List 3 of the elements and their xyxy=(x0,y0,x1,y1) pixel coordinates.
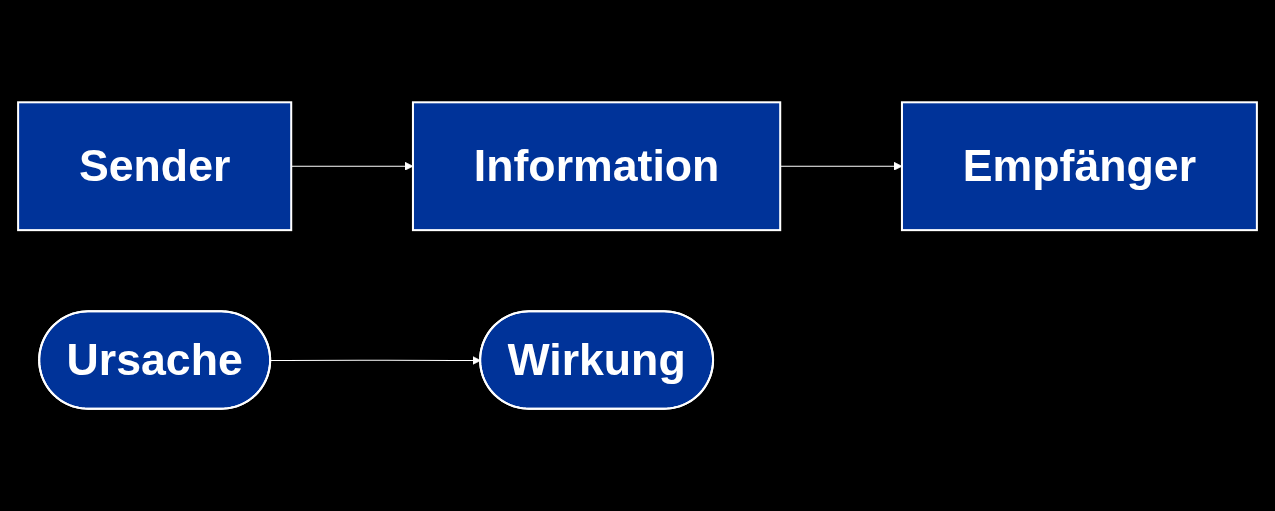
node-box: Information xyxy=(411,101,782,232)
node-box: Empfänger xyxy=(900,101,1258,232)
node-box: Sender xyxy=(17,101,293,232)
